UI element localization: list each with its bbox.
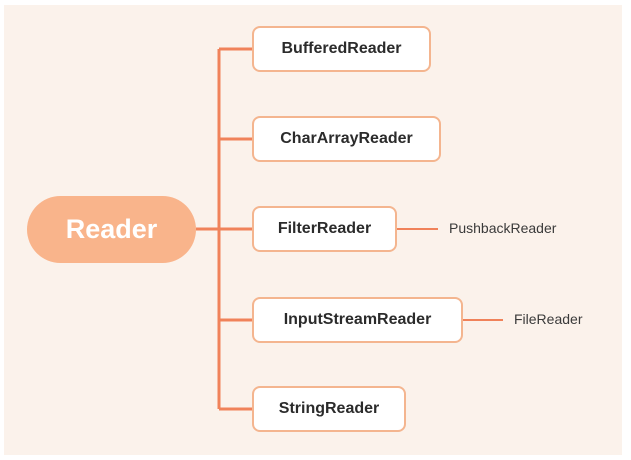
node-char-array-reader: CharArrayReader	[252, 116, 441, 162]
node-string-reader: StringReader	[252, 386, 406, 432]
leaf-file-reader: FileReader	[514, 311, 583, 327]
node-label: StringReader	[278, 400, 380, 417]
node-label: BufferedReader	[281, 40, 402, 57]
node-input-stream-reader: InputStreamReader	[252, 297, 463, 343]
leaf-pushback-reader: PushbackReader	[449, 220, 557, 236]
node-buffered-reader: BufferedReader	[252, 26, 431, 72]
node-label: InputStreamReader	[283, 311, 432, 328]
root-node-label: Reader	[65, 214, 158, 244]
node-filter-reader: FilterReader	[252, 206, 397, 252]
node-label: FilterReader	[277, 220, 372, 237]
root-node-reader: Reader	[27, 196, 196, 263]
node-label: CharArrayReader	[280, 130, 413, 147]
